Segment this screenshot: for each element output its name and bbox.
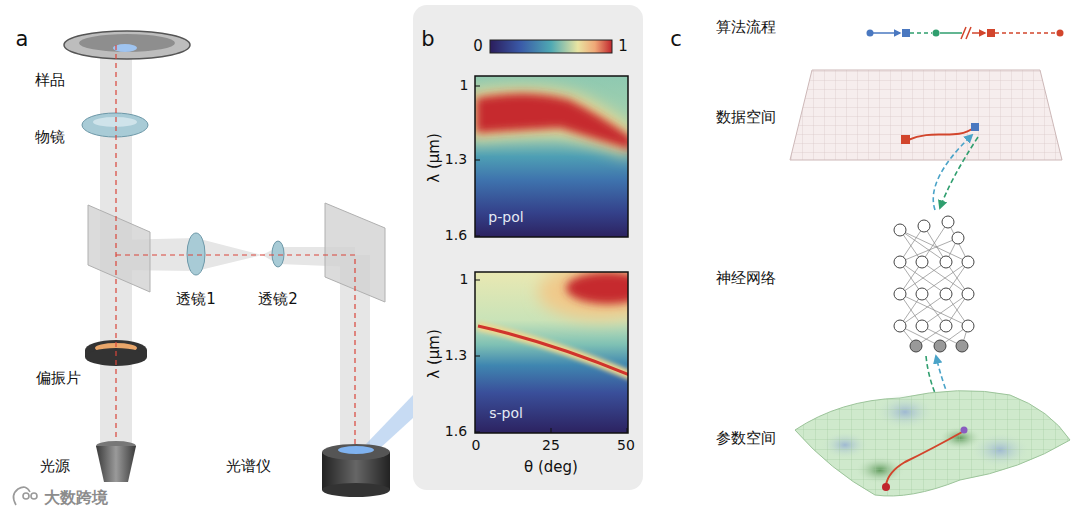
colorbar-tick: 1 [618,38,628,55]
axis-title: θ (deg) [524,459,578,476]
colorbar-tick: 0 [473,38,483,55]
polarization-label: s-pol [489,406,523,421]
component-label: 透镜1 [176,291,216,308]
section-label: 算法流程 [716,19,776,36]
axis-tick: 1.6 [445,424,467,439]
axis-tick: 1.6 [445,228,467,243]
axis-tick: 0 [472,438,481,453]
polarization-label: p-pol [488,210,523,225]
axis-tick: 50 [617,438,635,453]
axis-tick: 1 [460,78,469,93]
component-label: 透镜2 [258,291,298,308]
component-label: 物镜 [35,129,65,146]
panel-letter: b [421,28,434,51]
component-label: 光谱仪 [226,458,271,475]
axis-tick: 1 [460,272,469,287]
panel-letter: a [16,28,29,51]
section-label: 参数空间 [716,430,776,447]
watermark: 大数跨境 [44,489,108,507]
section-label: 数据空间 [716,109,776,126]
axis-tick: 1.3 [445,348,467,363]
axis-tick: 25 [542,438,560,453]
component-label: 样品 [35,72,65,89]
axis-title: λ (μm) [426,329,443,379]
component-label: 偏振片 [36,370,81,387]
section-label: 神经网络 [716,270,776,287]
component-label: 光源 [40,458,70,475]
axis-title: λ (μm) [426,133,443,183]
axis-tick: 1.3 [445,152,467,167]
panel-letter: c [670,28,682,51]
